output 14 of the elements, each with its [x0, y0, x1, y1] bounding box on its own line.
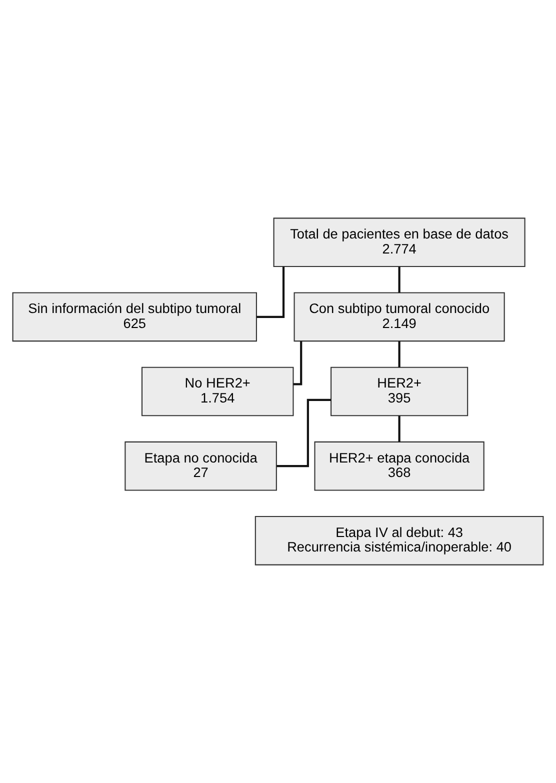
node-box: Total de pacientes en base de datos 2.774 — [273, 218, 526, 268]
connector — [398, 416, 400, 442]
node-box: Etapa IV al debut: 43 Recurrencia sistémica/inoperable: 40 — [254, 516, 544, 566]
connector — [293, 341, 302, 386]
connector — [398, 341, 400, 368]
node-box: HER2+ 395 — [330, 366, 468, 416]
node-box: HER2+ etapa conocida 368 — [314, 441, 484, 491]
connector — [276, 398, 331, 468]
node-box: Con subtipo tumoral conocido 2.149 — [294, 292, 505, 342]
node-box: Sin información del subtipo tumoral 625 — [12, 292, 257, 342]
node-box: Etapa no conocida 27 — [124, 441, 277, 491]
node-box: No HER2+ 1.754 — [141, 366, 294, 416]
connector — [256, 266, 285, 318]
connector — [398, 266, 400, 293]
